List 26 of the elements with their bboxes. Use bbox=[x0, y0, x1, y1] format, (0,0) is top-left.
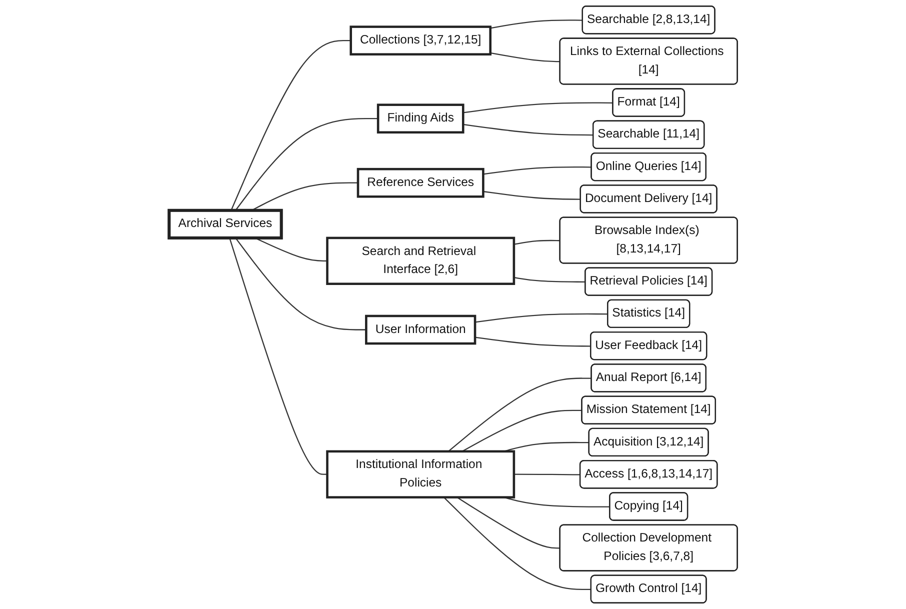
node-box: Finding Aids bbox=[376, 104, 464, 134]
connector bbox=[482, 166, 592, 175]
node-box: User Information bbox=[364, 314, 476, 345]
connector bbox=[228, 238, 328, 475]
connector bbox=[230, 40, 351, 211]
connector bbox=[482, 190, 581, 200]
connector bbox=[443, 496, 592, 590]
node-box: Collections [3,7,12,15] bbox=[349, 26, 492, 56]
connector bbox=[474, 313, 608, 323]
connector bbox=[514, 474, 580, 476]
node-box: Archival Services bbox=[167, 208, 283, 240]
connector bbox=[234, 238, 366, 330]
connector bbox=[234, 118, 378, 211]
connector bbox=[514, 240, 560, 245]
connector bbox=[490, 52, 560, 62]
connector bbox=[514, 276, 586, 282]
connector bbox=[462, 124, 594, 136]
connector bbox=[474, 336, 591, 347]
connector bbox=[456, 496, 560, 549]
connector bbox=[462, 410, 582, 452]
node-box: Search and Retrieval Interface [2,6] bbox=[326, 236, 515, 285]
node-box: Reference Services bbox=[356, 168, 484, 198]
node-box: Institutional Information Policies bbox=[326, 450, 515, 498]
connector bbox=[448, 378, 592, 452]
connector bbox=[490, 20, 583, 29]
connector bbox=[462, 102, 613, 114]
